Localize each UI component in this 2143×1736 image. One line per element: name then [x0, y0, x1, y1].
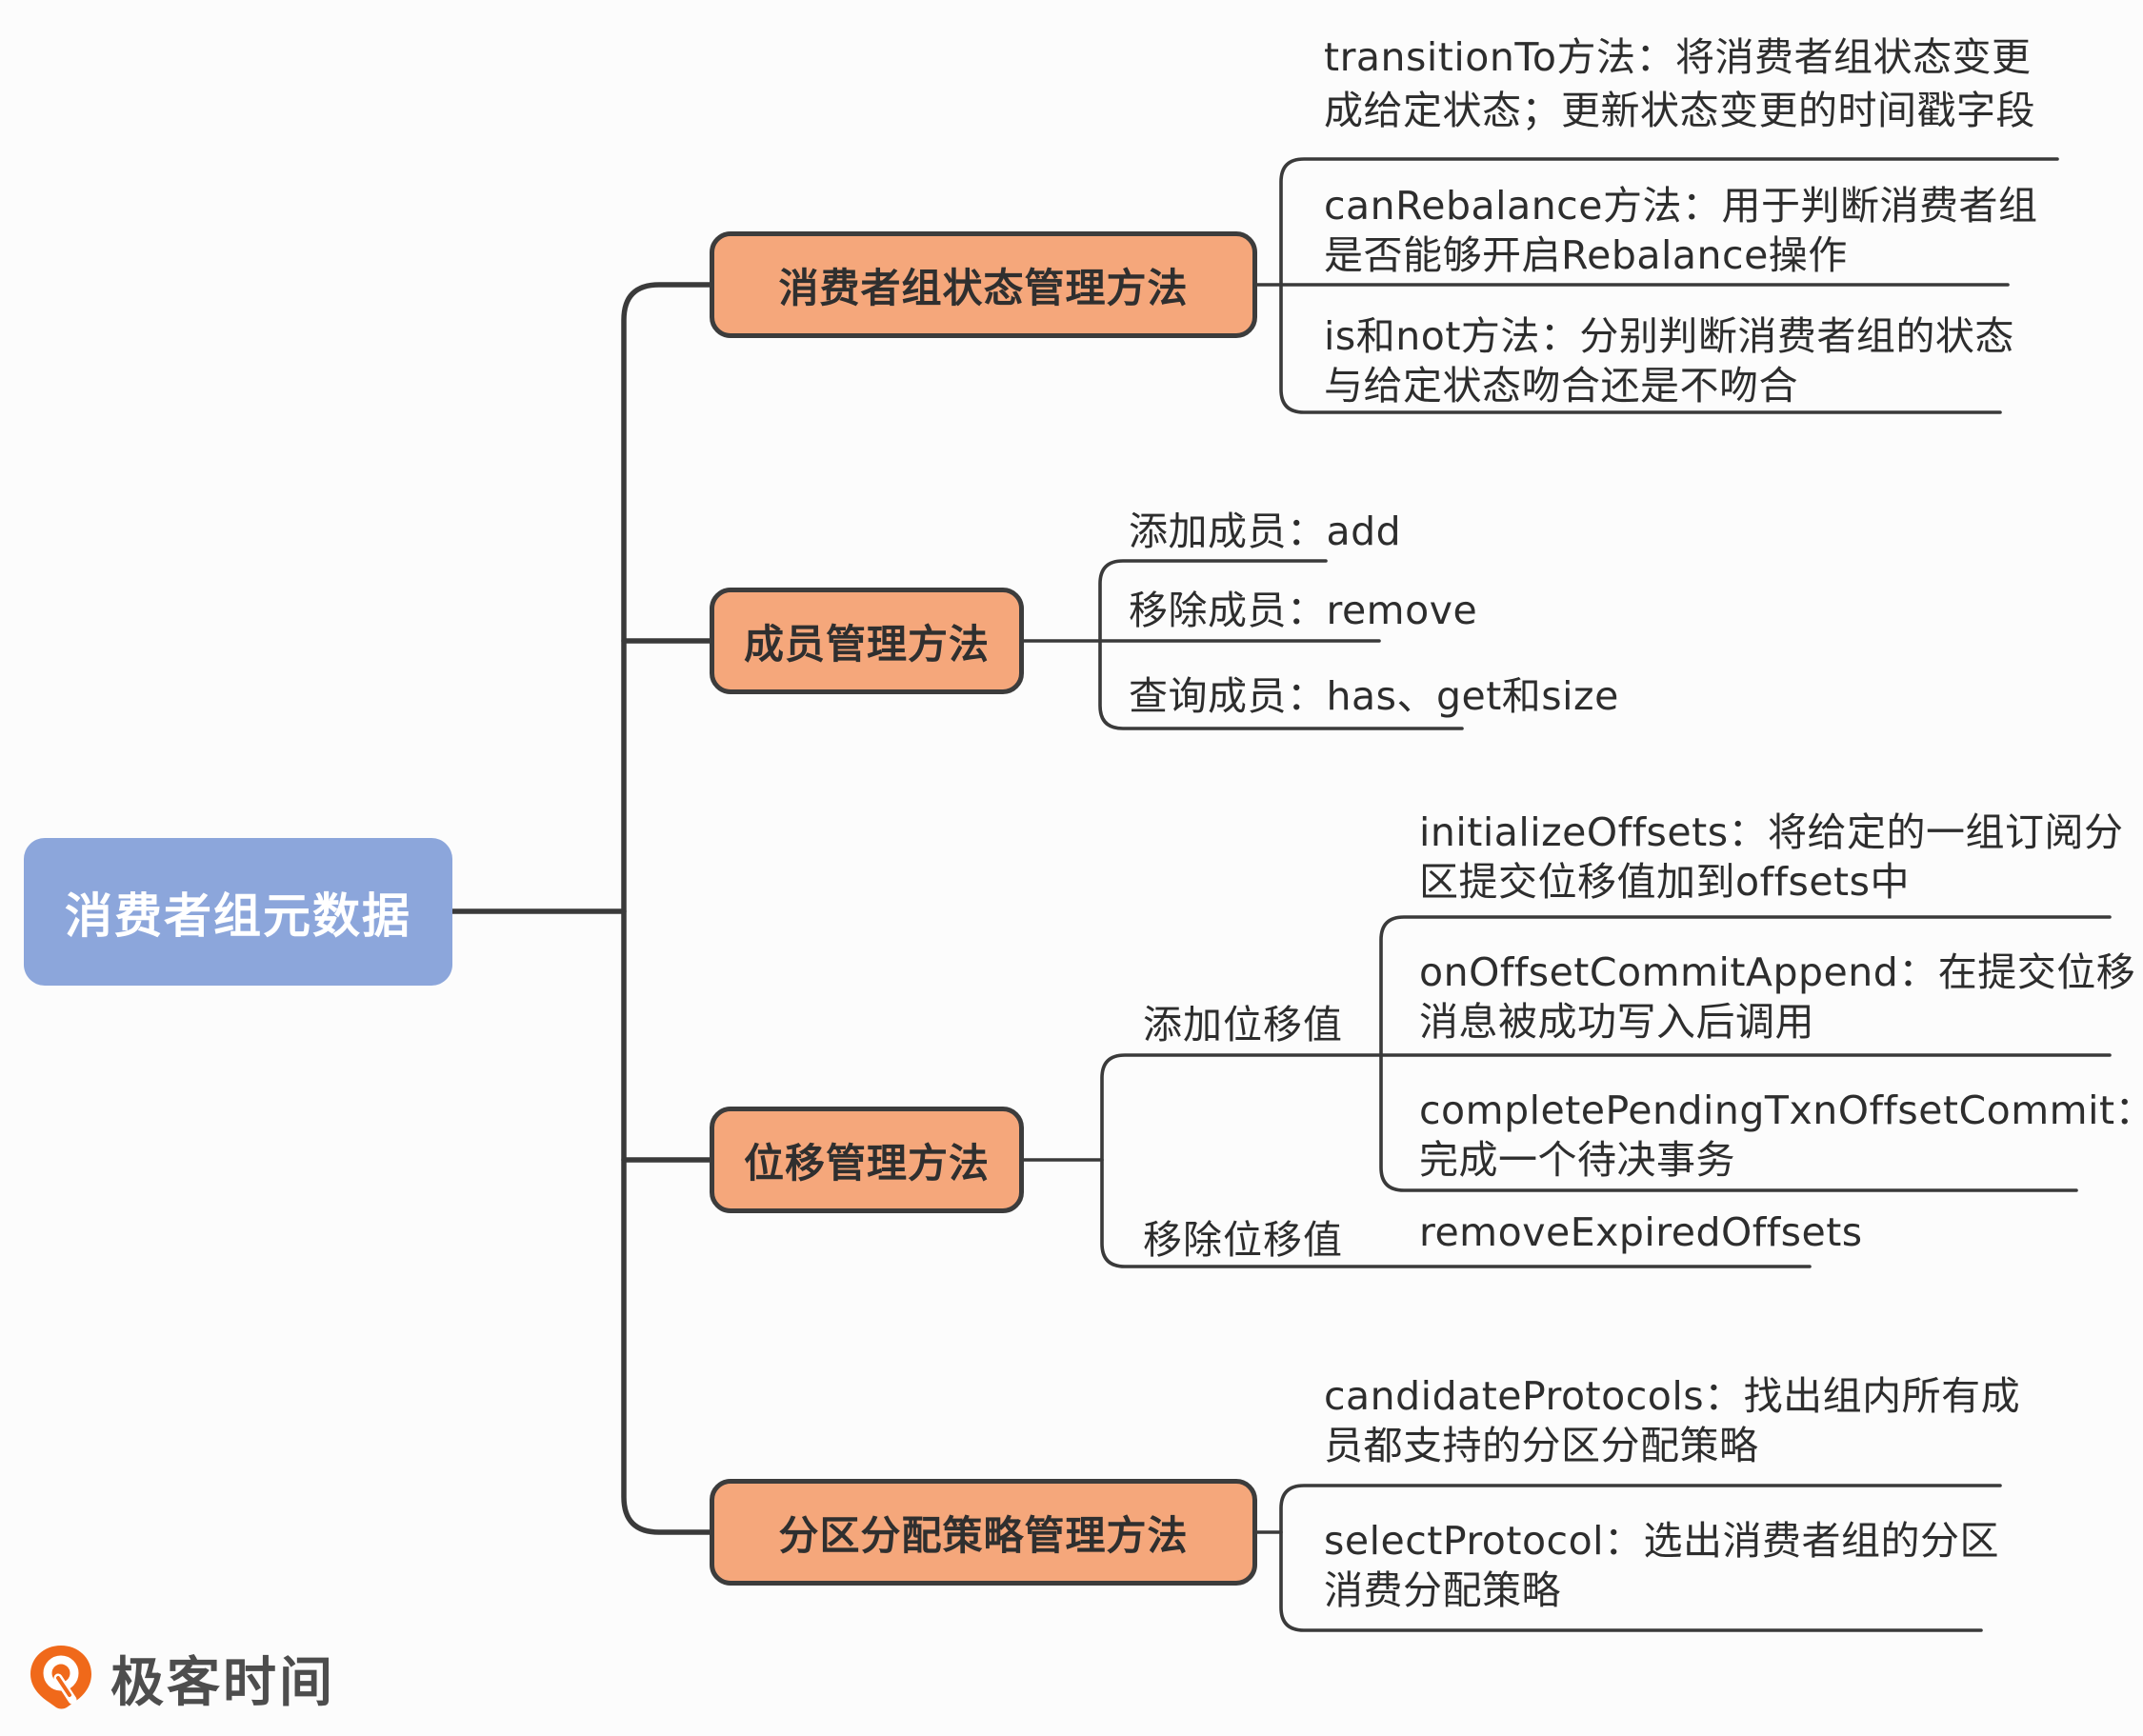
- leaf-topic-add-member[interactable]: 添加成员：add: [1129, 507, 1401, 556]
- leaf-line: selectProtocol：选出消费者组的分区: [1324, 1518, 2000, 1564]
- leaf-line: 与给定状态吻合还是不吻合: [1324, 363, 1798, 409]
- leaf-topic-completePendingTxnOffsetCommit[interactable]: completePendingTxnOffsetCommit： 完成一个待决事务: [1419, 1086, 2143, 1185]
- geektime-pin-icon: [30, 1645, 91, 1708]
- leaf-line: is和not方法：分别判断消费者组的状态: [1324, 313, 2014, 359]
- leaf-line: 区提交位移值加到offsets中: [1419, 859, 1910, 905]
- leaf-topic-remove-member[interactable]: 移除成员：remove: [1129, 586, 1477, 635]
- leaf-topic-selectProtocol[interactable]: selectProtocol：选出消费者组的分区 消费分配策略: [1324, 1516, 1999, 1615]
- leaf-line: candidateProtocols：找出组内所有成: [1324, 1373, 2021, 1419]
- leaf-topic-initializeOffsets[interactable]: initializeOffsets：将给定的一组订阅分 区提交位移值加到offs…: [1419, 808, 2124, 907]
- leaf-line: removeExpiredOffsets: [1419, 1209, 1863, 1255]
- root-topic[interactable]: 消费者组元数据: [24, 838, 452, 986]
- leaf-line: 移除成员：remove: [1129, 588, 1478, 633]
- branch2-bracket: [1098, 559, 1464, 730]
- branch-topic-partition-strategy[interactable]: 分区分配策略管理方法: [710, 1479, 1257, 1586]
- branch-topic-label: 位移管理方法: [743, 1139, 990, 1187]
- leaf-line: completePendingTxnOffsetCommit：: [1419, 1087, 2143, 1133]
- leaf-line: 是否能够开启Rebalance操作: [1324, 232, 1848, 278]
- leaf-line: canRebalance方法：用于判断消费者组: [1324, 183, 2038, 229]
- leaf-topic-transitionTo[interactable]: transitionTo方法：将消费者组状态变更 成给定状态；更新状态变更的时间…: [1324, 30, 2035, 137]
- leaf-line: transitionTo方法：将消费者组状态变更: [1324, 34, 2032, 80]
- leaf-line: 员都支持的分区分配策略: [1324, 1423, 1759, 1468]
- group-label-text: 添加位移值: [1143, 1002, 1343, 1048]
- group-label-add-offset[interactable]: 添加位移值: [1143, 992, 1343, 1049]
- leaf-line: onOffsetCommitAppend：在提交位移: [1419, 949, 2136, 995]
- branch-topic-member-management[interactable]: 成员管理方法: [710, 588, 1024, 694]
- branch4-bracket: [1279, 1484, 2002, 1632]
- leaf-line: 完成一个待决事务: [1419, 1137, 1735, 1183]
- geektime-logo-text: 极客时间: [110, 1652, 335, 1714]
- leaf-topic-removeExpiredOffsets[interactable]: removeExpiredOffsets: [1419, 1207, 1863, 1257]
- geektime-logo: 极客时间: [29, 1640, 335, 1717]
- leaf-topic-canRebalance[interactable]: canRebalance方法：用于判断消费者组 是否能够开启Rebalance操…: [1324, 181, 2037, 280]
- leaf-line: 成给定状态；更新状态变更的时间戳字段: [1324, 88, 2035, 133]
- leaf-topic-candidateProtocols[interactable]: candidateProtocols：找出组内所有成 员都支持的分区分配策略: [1324, 1371, 2020, 1470]
- branch-topic-label: 成员管理方法: [743, 620, 990, 668]
- leaf-topic-is-not[interactable]: is和not方法：分别判断消费者组的状态 与给定状态吻合还是不吻合: [1324, 311, 2014, 410]
- leaf-topic-onOffsetCommitAppend[interactable]: onOffsetCommitAppend：在提交位移 消息被成功写入后调用: [1419, 948, 2135, 1047]
- branch-topic-offset-management[interactable]: 位移管理方法: [710, 1107, 1024, 1213]
- leaf-line: 添加成员：add: [1129, 509, 1402, 554]
- leaf-line: 消息被成功写入后调用: [1419, 999, 1814, 1045]
- branch3-inner-bracket: [1379, 915, 2112, 1192]
- branch-topic-state-management[interactable]: 消费者组状态管理方法: [710, 231, 1257, 338]
- group-label-remove-offset[interactable]: 移除位移值: [1143, 1207, 1343, 1265]
- leaf-line: initializeOffsets：将给定的一组订阅分: [1419, 809, 2124, 855]
- leaf-topic-query-member[interactable]: 查询成员：has、get和size: [1129, 671, 1619, 721]
- leaf-line: 消费分配策略: [1324, 1567, 1561, 1613]
- group-label-text: 移除位移值: [1143, 1217, 1343, 1263]
- leaf-line: 查询成员：has、get和size: [1129, 673, 1619, 719]
- branch-topic-label: 消费者组状态管理方法: [778, 264, 1189, 311]
- branch-topic-label: 分区分配策略管理方法: [778, 1511, 1189, 1559]
- root-topic-label: 消费者组元数据: [65, 888, 411, 944]
- spine-line: [621, 282, 712, 1535]
- branch3-outer-bracket: [1100, 1053, 2112, 1268]
